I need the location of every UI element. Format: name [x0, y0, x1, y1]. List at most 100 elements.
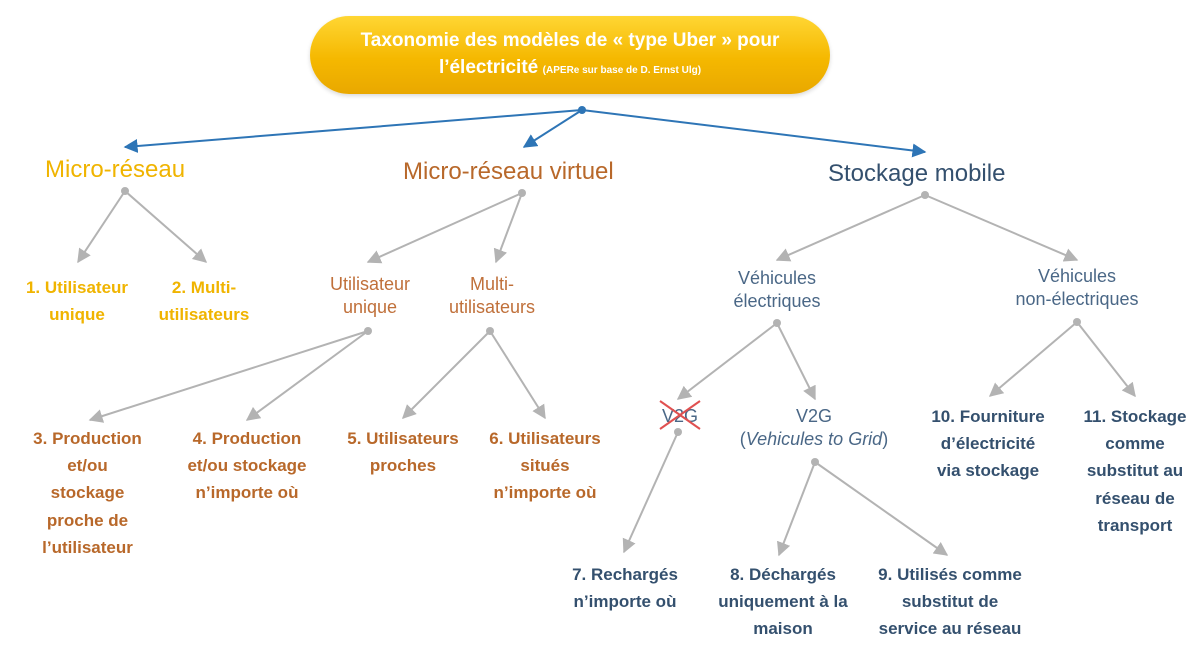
leaf-3-number: 3.: [33, 429, 48, 448]
leaf-3-line-2: et/ou: [67, 456, 108, 476]
leaf-10-line-2: d’électricité: [940, 434, 1036, 454]
arrow-to-leaf11: [1076, 321, 1136, 398]
leaf-4-line-3: n’importe où: [195, 483, 299, 503]
leaf-3-line-1: Production: [52, 429, 142, 448]
arrow-to-leaf5: [402, 330, 491, 419]
leaf-5-number: 5.: [347, 429, 362, 448]
arrow-to-leaf9: [814, 461, 949, 556]
leaf-11-line-5: transport: [1097, 515, 1173, 535]
leaf-1: 1. Utilisateur unique: [12, 274, 142, 328]
v2g-line-1: V2G: [795, 406, 833, 426]
v2g-crossed-wrap: V2G: [659, 400, 701, 430]
arrow-to-virtuel-multi: [493, 192, 523, 264]
vehicules-non-electriques-line-1: Véhicules: [1037, 266, 1117, 286]
arrow-to-micro-reseau-virtuel: [522, 109, 583, 148]
vehicules-electriques: Véhicules électriques: [717, 267, 837, 314]
arrow-to-leaf6: [489, 330, 546, 420]
arrow-to-leaf4: [245, 330, 369, 421]
diagram-title-box: Taxonomie des modèles de « type Uber » p…: [310, 16, 830, 94]
arrow-to-leaf7: [622, 431, 679, 554]
leaf-4-line-1: Production: [211, 429, 302, 448]
leaf-11: 11. Stockage comme substitut au réseau d…: [1072, 403, 1198, 539]
leaf-11-line-2: comme: [1105, 434, 1165, 454]
leaf-6-line-1: Utilisateurs: [508, 429, 601, 448]
leaf-7-number: 7.: [572, 565, 587, 584]
category-micro-reseau-virtuel: Micro-réseau virtuel: [403, 158, 614, 185]
cross-icon: [659, 400, 701, 430]
arrow-to-leaf10: [988, 321, 1078, 397]
leaf-8-line-1: Déchargés: [748, 565, 836, 584]
arrow-to-leaf2: [124, 190, 208, 263]
virtuel-multi-line-1: Multi-: [470, 274, 514, 294]
leaf-9-number: 9.: [878, 565, 893, 584]
leaf-10-number: 10.: [931, 407, 955, 426]
title-line-1: Taxonomie des modèles de « type Uber » p…: [360, 30, 780, 51]
leaf-9-line-1: Utilisés comme: [897, 565, 1022, 584]
title-source: (APERe sur base de D. Ernst Ulg): [542, 64, 702, 76]
leaf-6-number: 6.: [489, 429, 504, 448]
leaf-10-line-1: Fourniture: [959, 407, 1045, 426]
leaf-11-number: 11.: [1083, 407, 1107, 426]
leaf-1-line-2: unique: [49, 305, 105, 325]
leaf-9-line-2: substitut de: [901, 592, 999, 612]
leaf-9: 9. Utilisés comme substitut de service a…: [866, 561, 1034, 643]
category-stockage-mobile: Stockage mobile: [828, 160, 1006, 187]
vehicules-non-electriques-line-2: non-électriques: [1015, 289, 1139, 310]
arrow-to-vehicules-non-electriques: [924, 194, 1079, 262]
leaf-2-line-2: utilisateurs: [158, 305, 250, 325]
leaf-11-line-1: Stockage: [1110, 407, 1187, 426]
leaf-2-number: 2.: [171, 278, 187, 297]
leaf-1-line-1: Utilisateur: [44, 278, 129, 297]
leaf-4: 4. Production et/ou stockage n’importe o…: [172, 425, 322, 507]
arrow-to-v2g: [776, 322, 816, 401]
leaf-3-line-5: l’utilisateur: [42, 537, 133, 557]
arrow-to-v2g-crossed: [676, 322, 778, 400]
leaf-8-number: 8.: [730, 565, 745, 584]
root-arrows: [123, 106, 927, 158]
arrow-to-leaf8: [777, 461, 816, 557]
leaf-3: 3. Production et/ou stockage proche de l…: [20, 425, 155, 561]
v2g-crossed: V2G: [658, 400, 702, 430]
virtuel-utilisateur-unique: Utilisateur unique: [310, 273, 430, 320]
virtuel-multi-utilisateurs: Multi- utilisateurs: [437, 273, 547, 320]
v2g-line-2: Vehicules to Grid: [745, 429, 883, 450]
leaf-7-line-1: Rechargés: [590, 565, 678, 584]
leaf-6: 6. Utilisateurs situés n’importe où: [475, 425, 615, 507]
leaf-10: 10. Fourniture d’électricité via stockag…: [918, 403, 1058, 485]
vehicules-non-electriques: Véhicules non-électriques: [1002, 265, 1152, 312]
arrow-to-leaf1: [77, 190, 126, 264]
leaf-4-number: 4.: [192, 429, 207, 448]
v2g-close-paren: ): [882, 429, 889, 450]
leaf-5-line-1: Utilisateurs: [366, 429, 459, 448]
virtuel-multi-line-2: utilisateurs: [448, 297, 536, 318]
leaf-7-line-2: n’importe où: [573, 592, 677, 612]
vehicules-electriques-line-2: électriques: [733, 291, 821, 312]
virtuel-unique-line-2: unique: [342, 297, 398, 318]
virtuel-unique-line-1: Utilisateur: [329, 274, 411, 294]
leaf-6-line-3: n’importe où: [493, 483, 597, 503]
leaf-8: 8. Déchargés uniquement à la maison: [704, 561, 862, 643]
leaf-2: 2. Multi- utilisateurs: [144, 274, 264, 328]
leaf-4-line-2: et/ou stockage: [187, 456, 307, 476]
leaf-2-line-1: Multi-: [190, 278, 237, 297]
arrow-to-leaf3: [88, 330, 369, 423]
leaf-11-line-4: réseau de: [1095, 488, 1175, 508]
branch-arrows: [77, 187, 1136, 557]
v2g-open-paren: (: [739, 429, 746, 450]
leaf-1-number: 1.: [25, 278, 41, 297]
leaf-5-line-2: proches: [369, 456, 437, 476]
leaf-7: 7. Rechargés n’importe où: [560, 561, 690, 615]
title-line-2: l’électricité: [438, 56, 539, 78]
arrow-to-micro-reseau: [123, 109, 583, 153]
leaf-3-line-3: stockage: [50, 483, 125, 503]
leaf-3-line-4: proche de: [46, 510, 129, 530]
vehicules-electriques-line-1: Véhicules: [737, 268, 817, 288]
category-micro-reseau: Micro-réseau: [45, 156, 186, 183]
leaf-9-line-3: service au réseau: [878, 619, 1022, 639]
leaf-5: 5. Utilisateurs proches: [333, 425, 473, 479]
leaf-6-line-2: situés: [520, 456, 570, 476]
leaf-11-line-3: substitut au: [1086, 461, 1184, 481]
v2g-vehicules-to-grid: V2G (Vehicules to Grid): [728, 405, 900, 452]
leaf-8-line-2: uniquement à la: [718, 592, 848, 612]
